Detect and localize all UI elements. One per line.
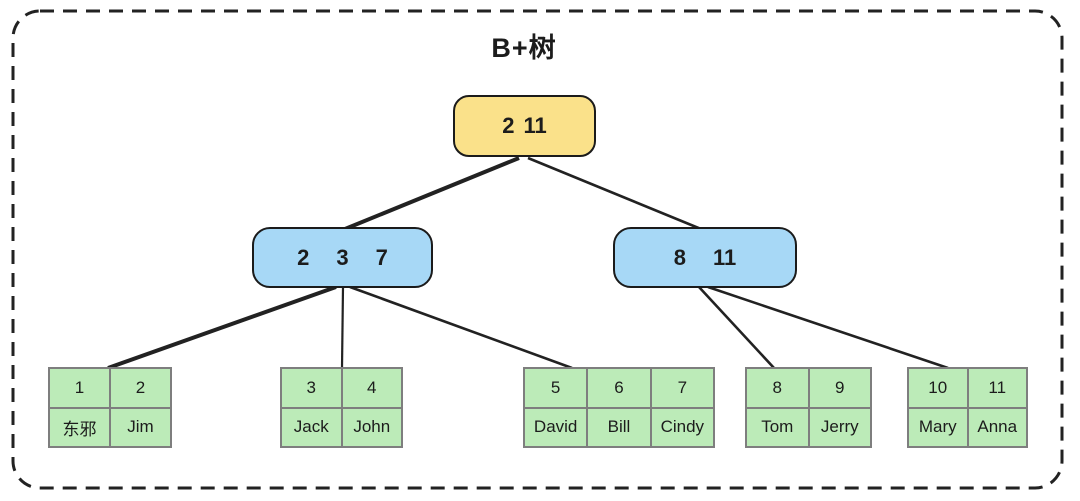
internal-key: 8 (673, 244, 686, 270)
leaf-value-cell: Mary (909, 408, 967, 446)
leaf-value-cell: Tom (747, 408, 808, 446)
edge-root-to-left-internal (344, 156, 520, 231)
leaf-value-cell: David (525, 408, 587, 446)
leaf-key-cell: 11 (968, 369, 1026, 407)
edge-left-internal-to-leaf3 (349, 285, 573, 370)
leaf-key-cell: 6 (588, 369, 650, 407)
root-key: 2 (502, 113, 515, 138)
leaf-key-cell: 7 (651, 369, 713, 407)
internal-key: 3 (336, 244, 349, 270)
leaf-value-cell: Jerry (809, 408, 870, 446)
leaf-node-2: 3 4 Jack John (280, 367, 403, 448)
internal-key: 7 (375, 244, 388, 270)
leaf-value-cell: John (342, 408, 401, 446)
leaf-value-cell: 东邪 (50, 408, 109, 446)
leaf-key-cell: 4 (342, 369, 401, 407)
internal-key: 11 (712, 244, 737, 270)
internal-node-right: 8 11 (613, 227, 797, 288)
edge-left-internal-to-leaf2 (340, 286, 345, 369)
leaf-value-cell: Anna (968, 408, 1026, 446)
leaf-value-cell: Cindy (651, 408, 713, 446)
leaf-key-cell: 2 (111, 369, 170, 407)
leaf-node-4: 8 9 Tom Jerry (745, 367, 872, 448)
dashed-border (11, 9, 1064, 490)
leaf-key-cell: 10 (909, 369, 967, 407)
leaf-node-5: 10 11 Mary Anna (907, 367, 1028, 448)
leaf-key-cell: 9 (809, 369, 870, 407)
edge-right-internal-to-leaf5 (707, 285, 949, 370)
leaf-value-cell: Bill (588, 408, 650, 446)
edge-right-internal-to-leaf4 (698, 286, 775, 369)
leaf-value-cell: Jim (111, 408, 170, 446)
root-node: 2 11 (453, 95, 596, 157)
leaf-key-cell: 8 (747, 369, 808, 407)
internal-node-left: 2 3 7 (252, 227, 433, 288)
leaf-node-1: 1 2 东邪 Jim (48, 367, 172, 448)
diagram-title: B+树 (491, 33, 557, 63)
root-key: 11 (523, 113, 547, 138)
internal-key: 2 (297, 244, 310, 270)
leaf-key-cell: 3 (282, 369, 341, 407)
edge-left-internal-to-leaf1 (107, 285, 337, 370)
leaf-key-cell: 1 (50, 369, 109, 407)
leaf-value-cell: Jack (282, 408, 341, 446)
edge-root-to-right-internal (527, 156, 702, 231)
leaf-key-cell: 5 (525, 369, 587, 407)
leaf-node-3: 5 6 7 David Bill Cindy (523, 367, 715, 448)
